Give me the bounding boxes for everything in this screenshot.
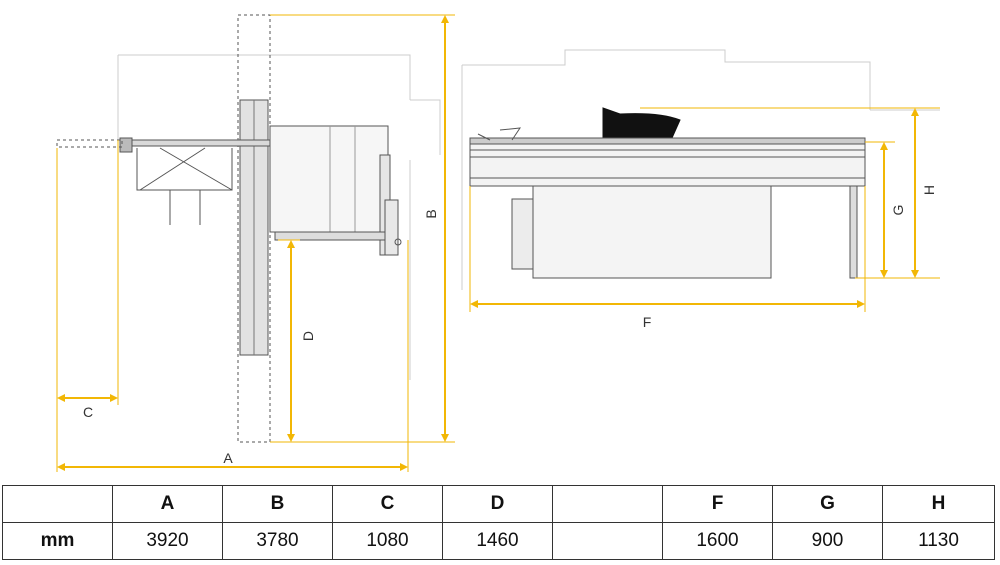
label-f: F bbox=[643, 314, 652, 330]
table-row: mm 3920 3780 1080 1460 1600 900 1130 bbox=[2, 522, 995, 560]
blade-guard bbox=[602, 107, 681, 139]
motor-housing bbox=[511, 198, 534, 270]
carriage-rail bbox=[121, 139, 273, 147]
extension-dashed-column bbox=[237, 14, 271, 443]
side-view bbox=[461, 49, 940, 290]
header-cell: F bbox=[662, 485, 773, 523]
label-h: H bbox=[921, 185, 937, 195]
value-cell bbox=[552, 522, 663, 560]
top-view bbox=[56, 14, 441, 443]
carriage-frame bbox=[136, 147, 233, 225]
header-cell: B bbox=[222, 485, 333, 523]
label-b: B bbox=[423, 209, 439, 218]
dimension-drawing: A B C D F G H bbox=[56, 14, 940, 472]
side-leg bbox=[849, 185, 858, 279]
value-cell: 1130 bbox=[882, 522, 995, 560]
label-d: D bbox=[300, 331, 316, 341]
base-cabinet bbox=[532, 185, 772, 279]
header-cell bbox=[2, 485, 113, 523]
side-table bbox=[274, 231, 394, 241]
value-cell: 3780 bbox=[222, 522, 333, 560]
value-cell: 900 bbox=[772, 522, 883, 560]
saw-table-top bbox=[469, 143, 866, 187]
value-cell: 1600 bbox=[662, 522, 773, 560]
saw-unit bbox=[269, 125, 389, 233]
label-c: C bbox=[83, 404, 93, 420]
dimension-lines bbox=[56, 14, 940, 472]
value-cell: 1460 bbox=[442, 522, 553, 560]
table-header-row: A B C D F G H bbox=[2, 485, 995, 523]
header-cell: A bbox=[112, 485, 223, 523]
value-cell: 1080 bbox=[332, 522, 443, 560]
unit-cell: mm bbox=[2, 522, 113, 560]
header-cell: H bbox=[882, 485, 995, 523]
header-cell: D bbox=[442, 485, 553, 523]
header-cell bbox=[552, 485, 663, 523]
label-g: G bbox=[890, 205, 906, 216]
value-cell: 3920 bbox=[112, 522, 223, 560]
extension-dashed-left bbox=[56, 139, 123, 148]
label-a: A bbox=[223, 450, 233, 466]
side-view-outline bbox=[461, 49, 940, 290]
dimensions-table: A B C D F G H mm 3920 3780 1080 1460 160… bbox=[2, 485, 995, 560]
header-cell: C bbox=[332, 485, 443, 523]
header-cell: G bbox=[772, 485, 883, 523]
